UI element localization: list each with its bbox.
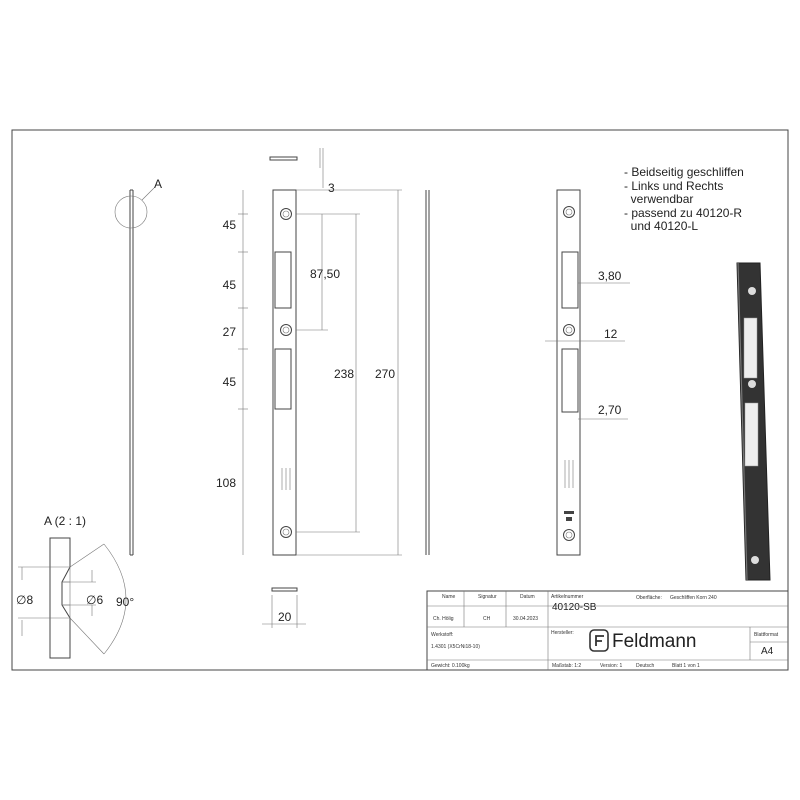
blatt-value: Blatt 1 von 1 [672,663,700,669]
dim-width: 20 [278,610,292,624]
back-plate-outline [556,189,581,556]
dim-108: 108 [216,476,236,490]
datum-value: 30.04.2023 [513,616,538,622]
screw-hole-middle [280,324,292,336]
signatur-value: CH [483,616,491,622]
notes-block: - Beidseitig geschliffen - Links und Rec… [624,165,744,233]
dim-45-b: 45 [223,278,237,292]
header-name: Name [442,594,456,600]
product-render [736,262,771,581]
hersteller-label: Hersteller: [551,630,574,636]
gewicht-value: Gewicht: 0.100kg [431,663,470,669]
title-block: Name Signatur Datum Artikelnummer Oberfl… [426,590,789,671]
massstab-value: Maßstab: 1:2 [552,663,581,669]
header-artikelnummer: Artikelnummer [551,594,584,600]
inner-diameter: ∅6 [86,593,103,607]
angle-arc [103,543,127,655]
header-datum: Datum [520,594,535,600]
bolt-slot [274,348,292,410]
latch-slot [274,251,292,309]
stamp-mark [564,511,574,514]
angle-label: 90° [116,595,134,609]
dim-hole-span: 238 [334,367,354,381]
section-upper-lower [49,537,71,659]
front-view: 3 45 45 27 45 108 87,50 238 270 [216,148,430,628]
blattformat-value: A4 [761,646,774,657]
dim-slot-width: 3,80 [598,269,622,283]
header-signatur: Signatur [478,594,497,600]
artikel-value: 40120-SB [552,602,597,613]
version-value: Version: 1 [600,663,622,669]
brand-name: Feldmann [612,631,697,652]
note-line-5: und 40120-L [624,219,698,233]
back-view: 3,80 12 2,70 [545,189,630,556]
detail-title: A (2 : 1) [44,514,86,528]
note-line-1: - Beidseitig geschliffen [624,165,744,179]
detail-a-view: A (2 : 1) 90° ∅8 ∅6 [16,514,134,659]
note-line-2: - Links und Rechts [624,179,723,193]
drawing-frame [11,129,789,671]
werkstoff-value: 1.4301 (X5CrNi18-10) [431,644,480,650]
dim-length: 270 [375,367,395,381]
side-view: A [114,177,162,556]
sprache-value: Deutsch [636,663,655,669]
feldmann-logo-icon [589,629,609,652]
name-value: Ch. Hölig [433,616,454,622]
dim-edge: 2,70 [598,403,622,417]
dim-thickness: 3 [328,181,335,195]
oberflaeche-value: Geschliffen Korn 240 [670,595,717,601]
dim-45-a: 45 [223,218,237,232]
detail-circle [114,195,148,229]
note-line-3: verwendbar [624,192,693,206]
detail-marker: A [154,177,162,191]
dim-pitch: 87,50 [310,267,340,281]
screw-hole-bottom [280,526,292,538]
screw-hole-top [280,208,292,220]
header-oberflaeche: Oberfläche: [636,595,662,601]
blattformat-label: Blattformat [754,632,779,638]
outer-diameter: ∅8 [16,593,33,607]
note-line-4: - passend zu 40120-R [624,206,742,220]
werkstoff-label: Werkstoff: [431,632,453,638]
plate-outline [272,189,297,556]
dim-45-c: 45 [223,375,237,389]
dim-back-width: 12 [604,327,618,341]
dim-27: 27 [223,325,237,339]
